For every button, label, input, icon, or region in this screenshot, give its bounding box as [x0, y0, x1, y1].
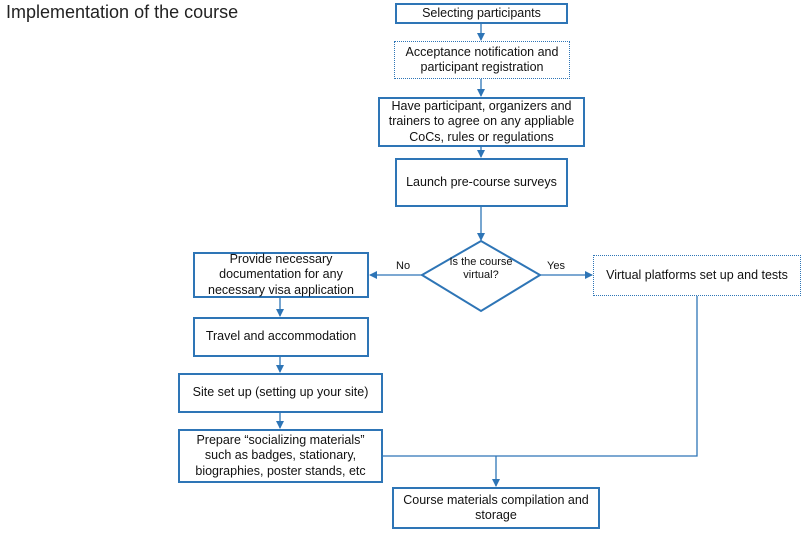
- node-socializing-materials: Prepare “socializing materials” such as …: [178, 429, 383, 483]
- node-site-setup: Site set up (setting up your site): [178, 373, 383, 413]
- node-visa-documentation: Provide necessary documentation for any …: [193, 252, 369, 298]
- node-pre-course-surveys: Launch pre-course surveys: [395, 158, 568, 207]
- node-travel-accommodation: Travel and accommodation: [193, 317, 369, 357]
- edge-label-no: No: [396, 260, 411, 272]
- node-selecting-participants: Selecting participants: [395, 3, 568, 24]
- node-acceptance-registration: Acceptance notification and participant …: [394, 41, 570, 79]
- page-title: Implementation of the course: [6, 2, 239, 22]
- decision-diamond: [420, 239, 542, 313]
- node-agree-cocs: Have participant, organizers and trainer…: [378, 97, 585, 147]
- edge-label-yes: Yes: [547, 260, 565, 272]
- node-course-materials: Course materials compilation and storage: [392, 487, 600, 529]
- node-virtual-platforms: Virtual platforms set up and tests: [593, 255, 801, 296]
- decision-label: Is the course virtual?: [449, 256, 513, 281]
- edge-virtual-materials: [496, 296, 698, 457]
